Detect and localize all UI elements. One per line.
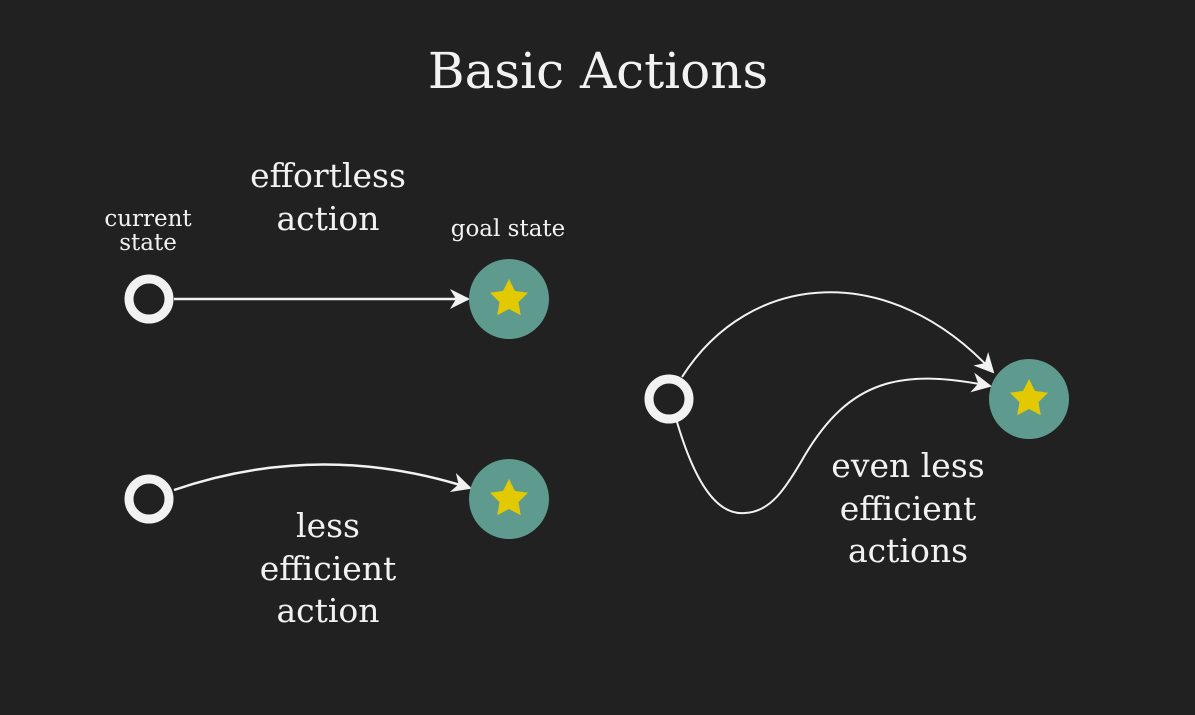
title: Basic Actions bbox=[428, 42, 768, 100]
current-state-label-line2: state bbox=[119, 230, 177, 256]
current-state-node-2 bbox=[124, 474, 174, 524]
even-less-efficient-label-line3: actions bbox=[848, 531, 968, 570]
goal-state-node-2 bbox=[469, 459, 549, 539]
goal-state-label: goal state bbox=[451, 216, 566, 242]
even-less-efficient-label-line1: even less bbox=[831, 446, 984, 485]
goal-state-node-3 bbox=[989, 359, 1069, 439]
effortless-label-line1: effortless bbox=[250, 156, 406, 195]
current-state-node-3 bbox=[644, 374, 694, 424]
current-state-label-line1: current bbox=[104, 206, 192, 232]
even-less-efficient-label-line2: efficient bbox=[840, 489, 977, 528]
current-state-node bbox=[124, 274, 174, 324]
effortless-label-line2: action bbox=[276, 199, 379, 238]
goal-state-node bbox=[469, 259, 549, 339]
less-efficient-label-line3: action bbox=[276, 591, 379, 630]
less-efficient-action-arrow bbox=[173, 463, 472, 493]
less-efficient-label-line1: less bbox=[296, 506, 360, 545]
even-less-efficient-arrow-lower bbox=[676, 372, 992, 515]
less-efficient-label-line2: efficient bbox=[260, 549, 397, 588]
even-less-efficient-arrow-upper bbox=[681, 291, 995, 378]
